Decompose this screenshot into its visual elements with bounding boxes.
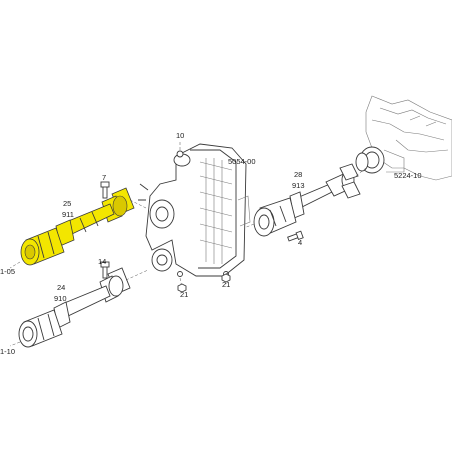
gearbox-part-code: 5054-00 bbox=[228, 157, 256, 166]
bolt-7[interactable] bbox=[100, 181, 110, 199]
callout-10: 10 bbox=[176, 131, 185, 140]
shaft-911-code: 911 bbox=[62, 210, 74, 219]
shaft-910-code: 910 bbox=[54, 294, 67, 303]
callout-14: 14 bbox=[98, 257, 107, 266]
bolt-14[interactable] bbox=[100, 261, 110, 279]
reference-1-05[interactable]: 1-05 bbox=[0, 267, 16, 276]
bolt-4[interactable] bbox=[287, 230, 304, 242]
rear-axle-housing[interactable] bbox=[355, 95, 452, 181]
callout-7: 7 bbox=[102, 173, 107, 182]
callout-21-right: 21 bbox=[222, 280, 231, 289]
drive-shaft-913[interactable] bbox=[253, 163, 361, 237]
callout-4: 4 bbox=[298, 238, 303, 247]
callout-28: 28 bbox=[294, 170, 303, 179]
nut-21[interactable] bbox=[177, 283, 187, 293]
drive-shaft-911[interactable] bbox=[20, 187, 135, 266]
axle-part-code: 5224-10 bbox=[394, 171, 422, 180]
transfer-gearbox[interactable] bbox=[138, 143, 251, 277]
nut-21[interactable] bbox=[221, 273, 231, 283]
drive-shaft-910[interactable] bbox=[18, 267, 131, 348]
shaft-913-code: 913 bbox=[292, 181, 305, 190]
reference-1-10[interactable]: 1-10 bbox=[0, 347, 16, 356]
callout-25: 25 bbox=[63, 199, 72, 208]
callout-21-left: 21 bbox=[180, 290, 189, 299]
callout-24: 24 bbox=[57, 283, 66, 292]
